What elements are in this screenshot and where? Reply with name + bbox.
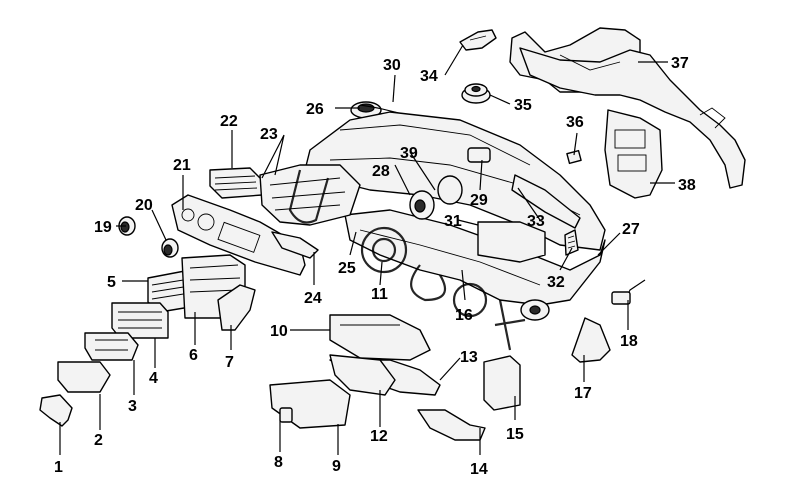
callout-32: 32 — [547, 274, 565, 291]
callout-35: 35 — [514, 97, 532, 114]
callout-30: 30 — [383, 57, 401, 74]
part-switch-bank-3 — [84, 332, 139, 361]
callout-37: 37 — [671, 55, 689, 72]
callout-16: 16 — [455, 307, 473, 324]
callout-38: 38 — [678, 177, 696, 194]
part-control-panel-4 — [111, 302, 169, 339]
part-vent-32 — [564, 229, 579, 256]
callout-29: 29 — [470, 192, 488, 209]
callout-12: 12 — [370, 428, 388, 445]
part-side-panel-7 — [217, 284, 256, 331]
callout-23: 23 — [260, 126, 278, 143]
callout-27: 27 — [622, 221, 640, 238]
callout-1: 1 — [54, 459, 63, 476]
callout-7: 7 — [225, 354, 234, 371]
leader-lines — [59, 44, 675, 455]
part-end-cap-17 — [571, 317, 611, 363]
callout-20: 20 — [135, 197, 153, 214]
callout-31: 31 — [444, 213, 462, 230]
callout-6: 6 — [189, 347, 198, 364]
callout-labels: 1 2 3 4 5 6 7 8 9 10 11 12 13 14 15 16 1… — [54, 55, 696, 478]
callout-11: 11 — [371, 286, 388, 303]
part-dashboard-lower — [344, 209, 606, 321]
callout-36: 36 — [566, 114, 584, 131]
callout-39: 39 — [400, 145, 418, 162]
part-vent-grille-22 — [209, 167, 263, 199]
callout-8: 8 — [274, 454, 283, 471]
part-latch-8 — [279, 407, 293, 423]
callout-9: 9 — [332, 458, 341, 475]
part-bracket-1 — [39, 394, 73, 427]
callout-17: 17 — [574, 385, 592, 402]
callout-2: 2 — [94, 432, 103, 449]
callout-19: 19 — [94, 219, 112, 236]
callout-14: 14 — [470, 461, 488, 478]
callout-13: 13 — [460, 349, 478, 366]
callout-34: 34 — [420, 68, 438, 85]
callout-24: 24 — [304, 290, 322, 307]
part-airbag-31 — [477, 221, 546, 263]
part-connector-18 — [611, 279, 646, 305]
part-cluster-bezel-21 — [171, 194, 306, 276]
callout-25: 25 — [338, 260, 356, 277]
part-vent-29 — [467, 147, 491, 163]
callout-28: 28 — [372, 163, 390, 180]
callout-33: 33 — [527, 213, 545, 230]
callout-5: 5 — [107, 274, 116, 291]
part-vents-28-39 — [409, 175, 463, 220]
part-ducting-23 — [259, 164, 361, 226]
uksoft-watermark — [288, 169, 526, 351]
callout-3: 3 — [128, 398, 137, 415]
part-clip-36 — [566, 149, 582, 165]
part-glovebox-10 — [329, 314, 431, 361]
callout-21: 21 — [173, 157, 191, 174]
part-knob-20 — [161, 238, 179, 258]
callout-10: 10 — [270, 323, 288, 340]
callout-26: 26 — [306, 101, 324, 118]
part-tray-2 — [57, 361, 111, 393]
callout-22: 22 — [220, 113, 238, 130]
part-speaker-35 — [461, 83, 491, 104]
part-bracket-14 — [417, 409, 486, 441]
part-bracket-34 — [459, 29, 497, 51]
part-support-beam — [509, 27, 746, 199]
callout-18: 18 — [620, 333, 638, 350]
callout-15: 15 — [506, 426, 524, 443]
part-lower-panel-12 — [329, 354, 396, 396]
callout-4: 4 — [149, 370, 158, 387]
part-module-15 — [483, 355, 521, 411]
